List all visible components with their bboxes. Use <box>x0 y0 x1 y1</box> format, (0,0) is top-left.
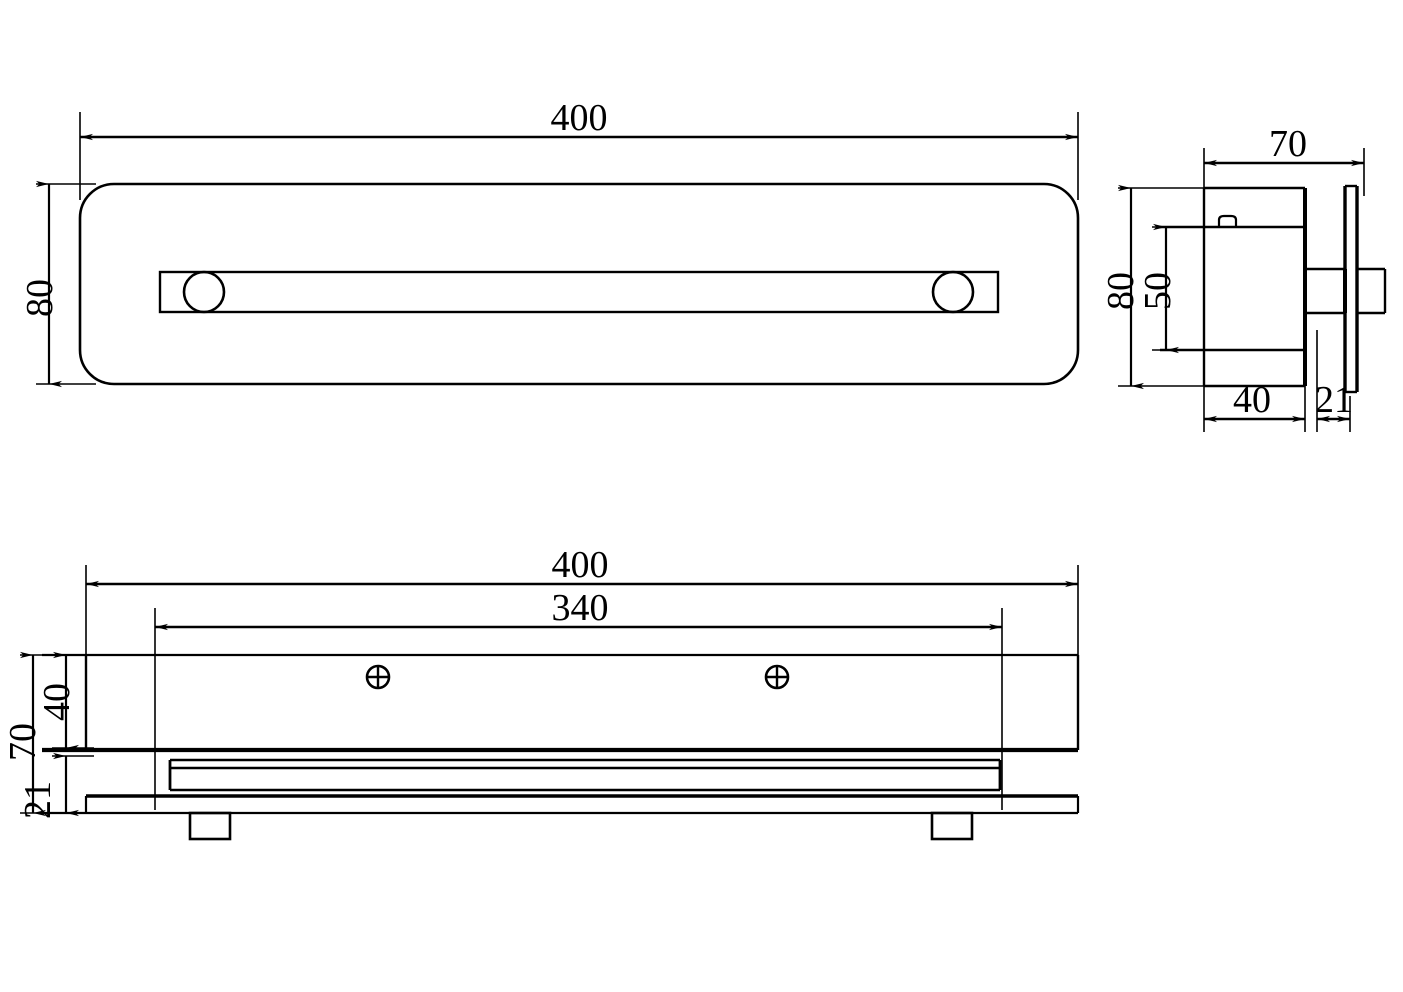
dimension-label-70-front: 70 <box>2 723 44 761</box>
dimension-label-50-side: 50 <box>1137 272 1179 310</box>
dimension-front-length-400: 400 <box>86 544 1078 588</box>
dimension-side-depth-21: 21 <box>1315 379 1353 423</box>
side-view-top-tab <box>1217 214 1238 227</box>
dimension-side-depth-70: 70 <box>1204 123 1364 167</box>
front-view-panel <box>42 653 1080 753</box>
side-view-outer-flange <box>1357 267 1387 315</box>
front-view-extension-lines-400 <box>85 565 1079 660</box>
front-view-screw-right <box>764 664 790 690</box>
dimension-label-21-side: 21 <box>1315 379 1353 421</box>
front-view-group: 400 340 70 40 <box>2 544 1080 841</box>
dimension-label-400-front: 400 <box>552 544 609 586</box>
dimension-side-height-80: 80 <box>1100 184 1212 390</box>
dimension-label-80-top: 80 <box>19 279 61 317</box>
dimension-label-80-side: 80 <box>1100 272 1142 310</box>
front-view-lower-rail <box>168 758 1002 792</box>
top-view-extension-lines <box>79 112 1079 200</box>
top-view-center-slot <box>158 270 1000 314</box>
front-view-extension-lines-340 <box>154 608 1003 810</box>
dimension-front-length-340: 340 <box>155 587 1002 631</box>
dimension-top-length-400: 400 <box>80 97 1078 141</box>
side-view-vertical-rail <box>1343 184 1359 394</box>
side-view-extension-lines-bottom <box>1203 330 1351 432</box>
dimension-side-depth-40: 40 <box>1204 379 1305 423</box>
top-view-left-hole <box>182 270 226 314</box>
dimension-label-400-top: 400 <box>551 97 608 139</box>
front-view-screw-left <box>365 664 391 690</box>
dimension-label-40-side: 40 <box>1233 379 1271 421</box>
top-view-plate-outline <box>78 182 1080 386</box>
dimension-label-70-side: 70 <box>1269 123 1307 165</box>
front-view-foot-left <box>188 811 232 841</box>
top-view-group: 400 80 <box>19 97 1080 388</box>
dimension-label-40-front: 40 <box>36 683 78 721</box>
front-view-foot-right <box>930 811 974 841</box>
side-view-body-block <box>1160 186 1307 388</box>
side-view-group: 70 80 50 <box>1100 123 1387 432</box>
top-view-right-hole <box>931 270 975 314</box>
dimension-top-width-80: 80 <box>19 180 96 388</box>
dimension-label-340-front: 340 <box>552 587 609 629</box>
